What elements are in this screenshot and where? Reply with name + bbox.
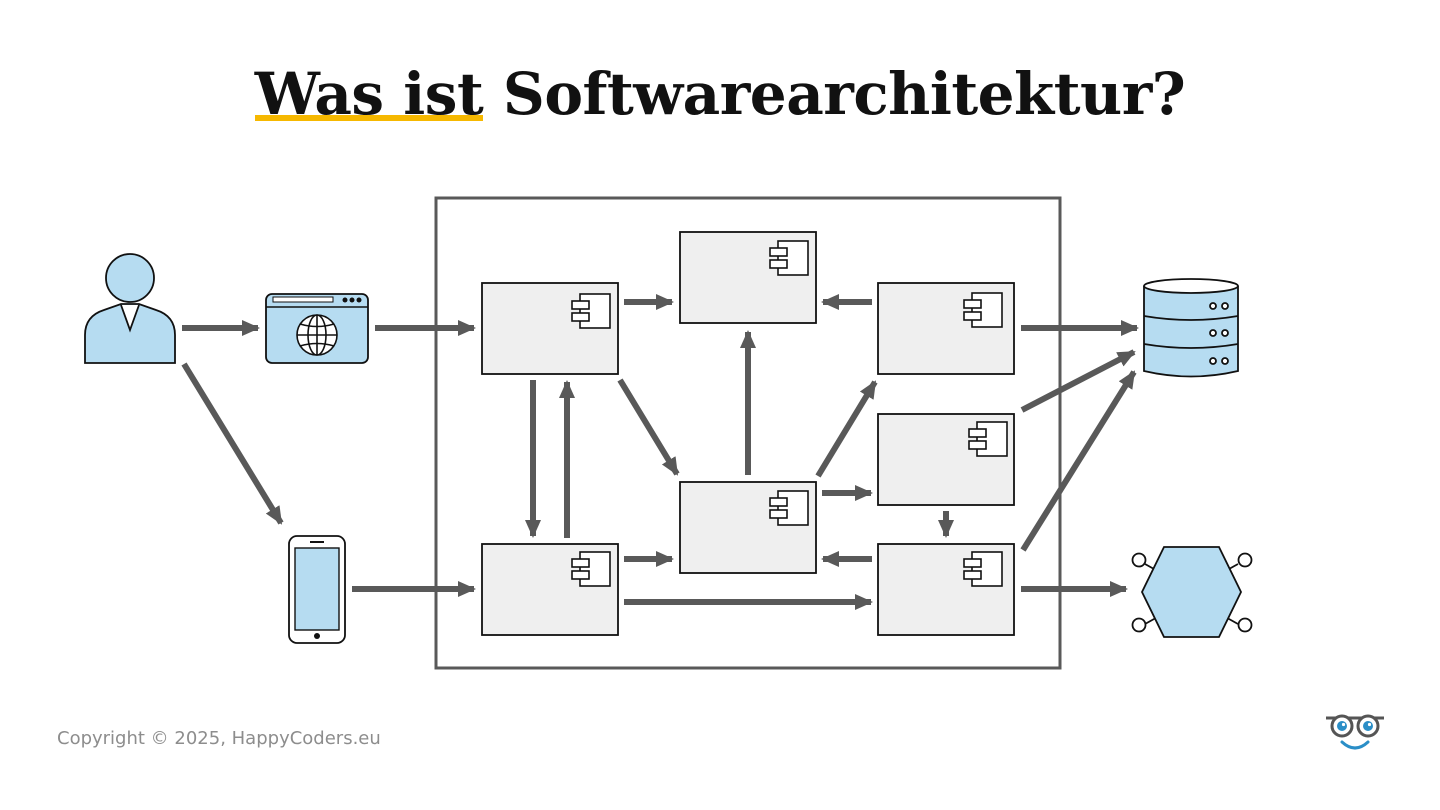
component-top (679, 231, 817, 324)
arrow-comp-a-to-comp-center (617, 378, 680, 476)
arrow-comp-center-to-comp-ur (815, 380, 878, 478)
component-b (481, 543, 619, 636)
component-center (679, 481, 817, 574)
slide-title: Was ist Softwarearchitektur? (0, 56, 1440, 132)
arrow-comp-br-to-database (1020, 370, 1137, 552)
component-bottom-right (877, 543, 1015, 636)
smartphone-icon (288, 535, 346, 644)
copyright-text: Copyright © 2025, HappyCoders.eu (57, 728, 381, 749)
system-boundary (434, 196, 1062, 670)
component-a (481, 282, 619, 375)
globe-icon (296, 314, 338, 356)
component-middle-right (877, 413, 1015, 506)
title-rest: Softwarearchitektur? (483, 60, 1186, 128)
hexagon-external-system-icon (1131, 546, 1253, 638)
arrows (181, 294, 1139, 610)
title-highlight: Was ist (254, 60, 484, 128)
database-icon (1143, 278, 1239, 378)
arrow-user-to-mobile (181, 362, 284, 525)
arrow-comp-mr-to-database (1020, 349, 1136, 413)
web-browser-icon (265, 293, 369, 364)
happycoders-glasses-logo[interactable] (1320, 708, 1390, 760)
component-upper-right (877, 282, 1015, 375)
user-icon (84, 253, 176, 364)
